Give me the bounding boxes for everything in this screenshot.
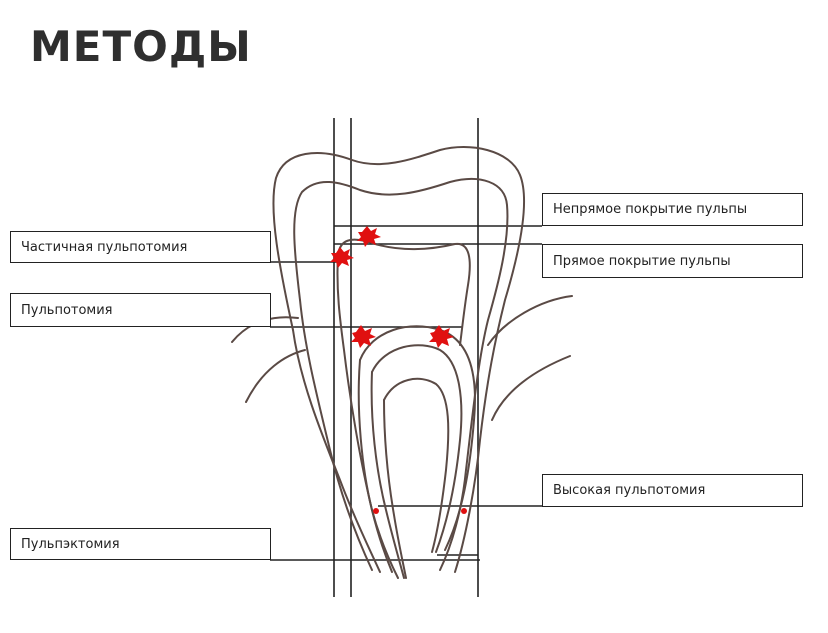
label-pulpotomy: Пульпотомия: [10, 293, 271, 327]
red-marks: [330, 226, 467, 514]
mark-partial: [330, 247, 354, 268]
label-direct-pulp-capping-text: Прямое покрытие пульпы: [553, 253, 731, 269]
label-high-pulpotomy-text: Высокая пульпотомия: [553, 483, 706, 498]
mark-pulpotomy-right: [429, 325, 454, 348]
page-title: МЕТОДЫ: [30, 22, 252, 71]
label-high-pulpotomy: Высокая пульпотомия: [542, 474, 803, 507]
mark-high-left: [373, 508, 379, 514]
label-pulpectomy-text: Пульпэктомия: [21, 536, 120, 552]
label-direct-pulp-capping: Прямое покрытие пульпы: [542, 244, 803, 278]
tooth-outline: [231, 146, 573, 579]
mark-pulpotomy-left: [351, 325, 376, 348]
label-indirect-pulp-capping: Непрямое покрытие пульпы: [542, 193, 803, 226]
label-partial-pulpotomy-text: Частичная пульпотомия: [21, 239, 188, 255]
label-pulpectomy: Пульпэктомия: [10, 528, 271, 560]
label-pulpotomy-text: Пульпотомия: [21, 302, 113, 318]
mark-indirect: [357, 226, 381, 247]
mark-high-right: [461, 508, 467, 514]
label-indirect-pulp-capping-text: Непрямое покрытие пульпы: [553, 202, 748, 217]
label-partial-pulpotomy: Частичная пульпотомия: [10, 231, 271, 263]
